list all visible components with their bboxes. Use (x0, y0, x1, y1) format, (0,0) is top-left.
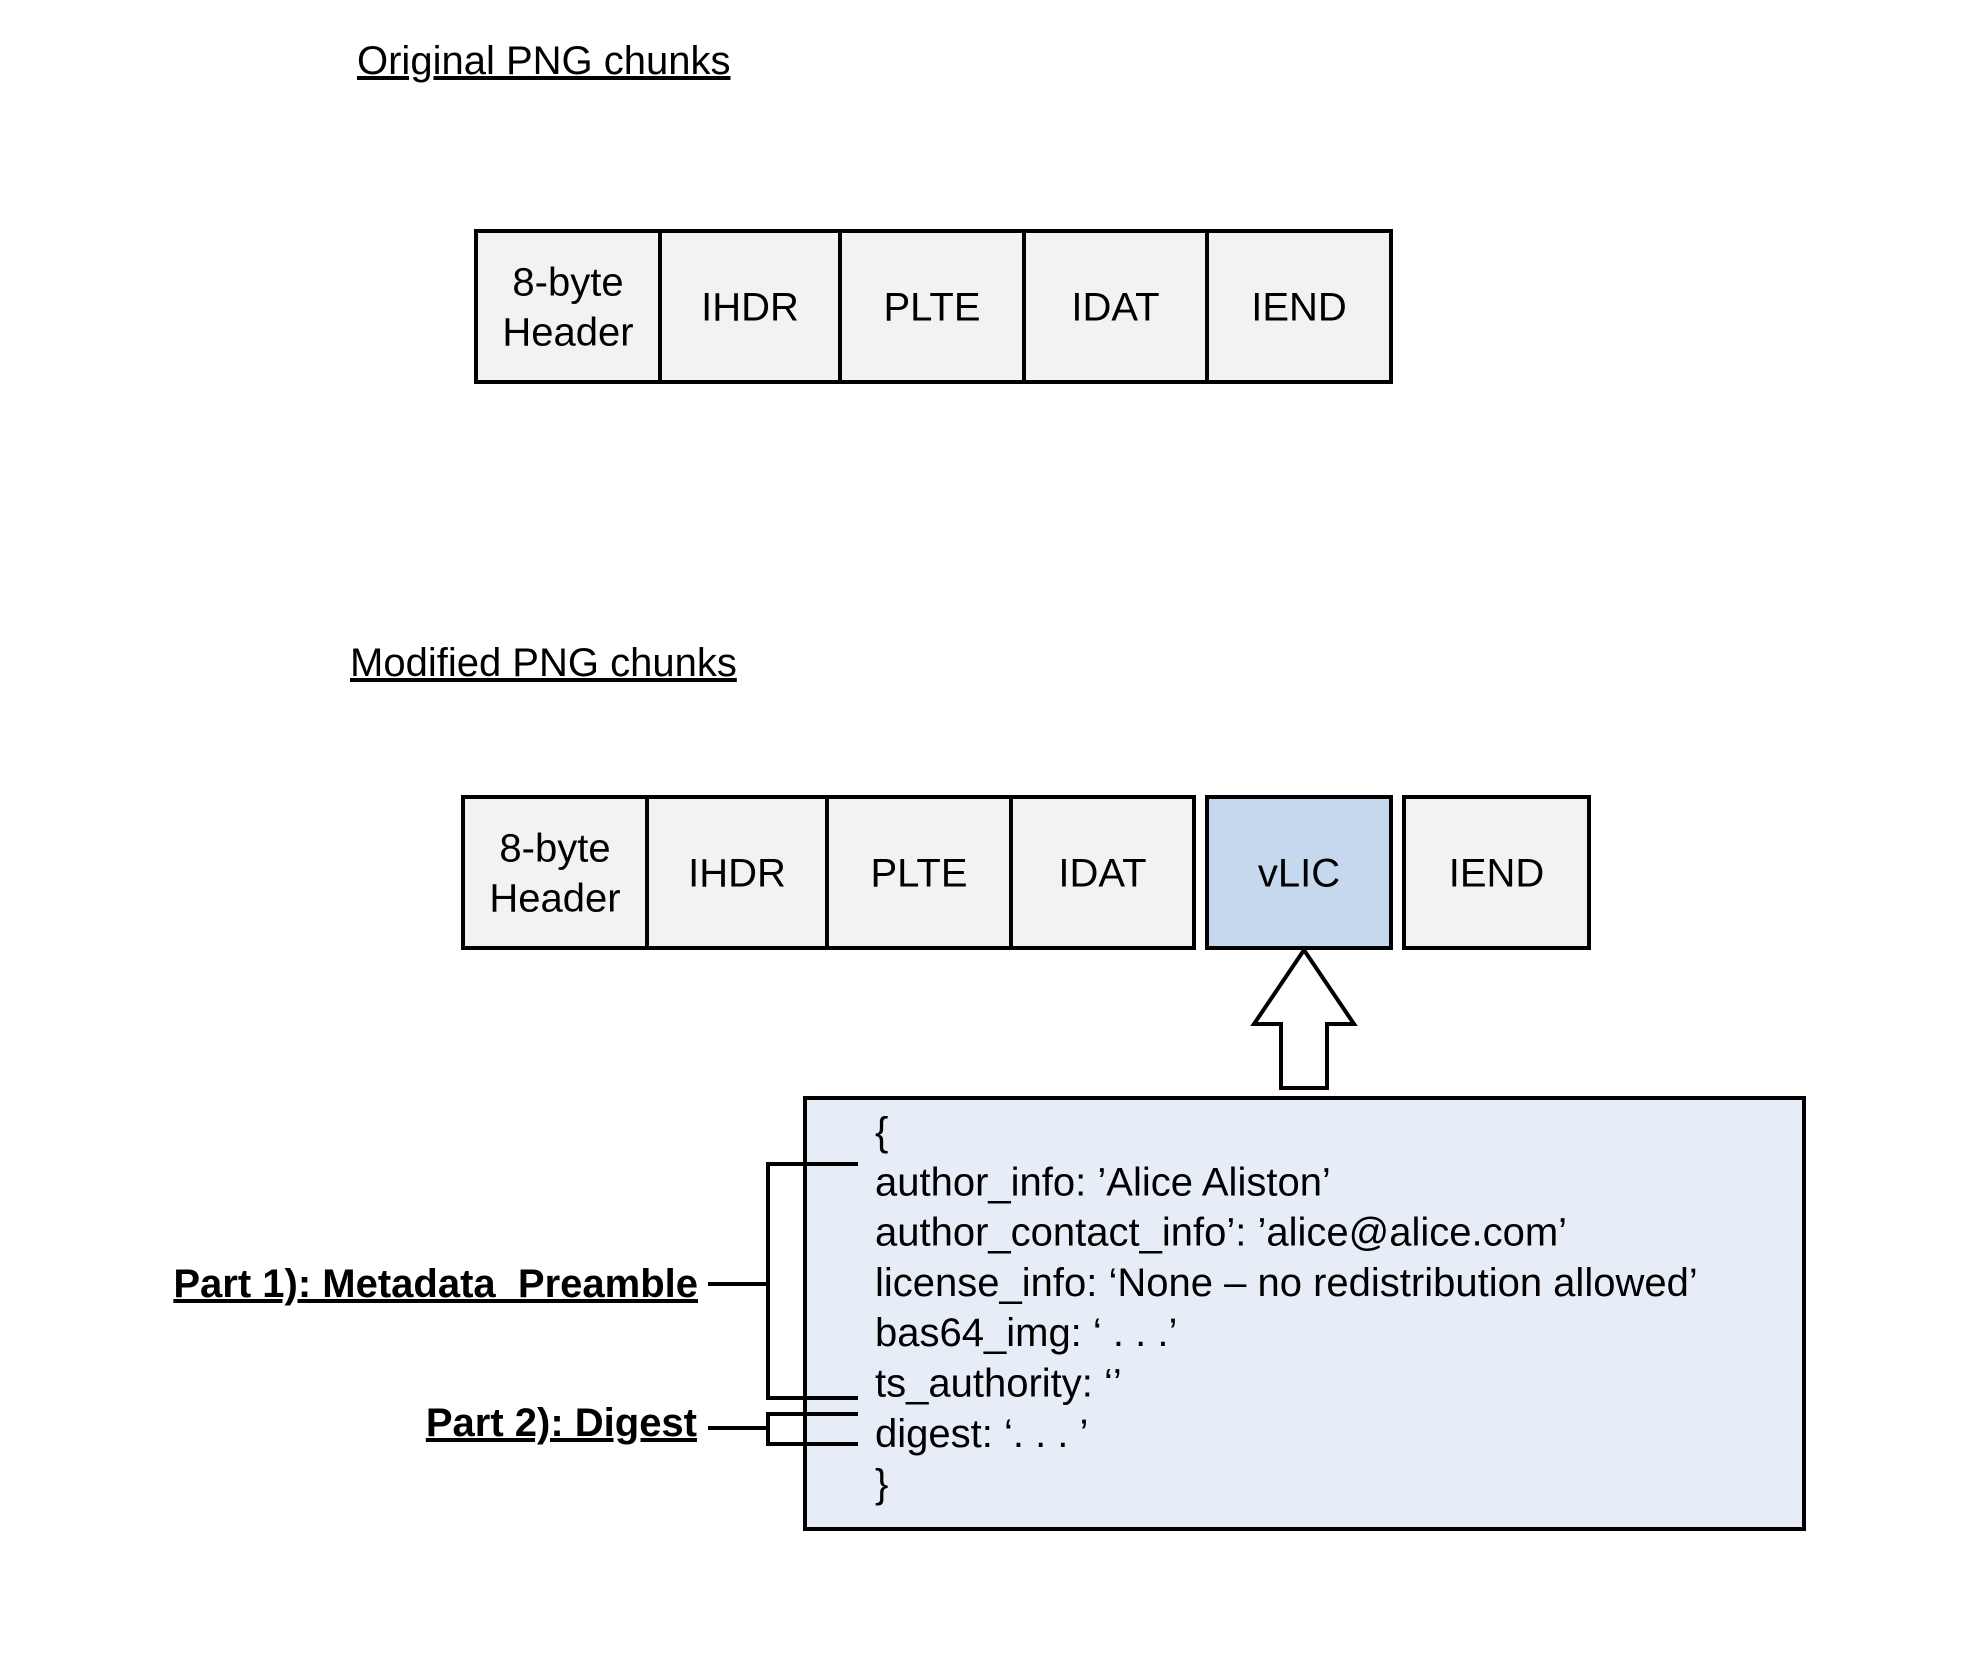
modified-chunk-label-8-byte-header: 8-byte (499, 827, 610, 871)
original-chunk-label-8-byte-header: 8-byte (512, 261, 623, 305)
insert-arrow (1250, 946, 1358, 1090)
modified-chunk-label-iend: IEND (1449, 852, 1545, 896)
original-chunk-label-ihdr: IHDR (701, 286, 799, 330)
original-chunk-idat (1022, 229, 1209, 384)
original-chunk-label-iend: IEND (1251, 286, 1347, 330)
part1-bracket (766, 1162, 858, 1400)
original-chunk-iend (1205, 229, 1393, 384)
modified-chunks-title: Modified PNG chunks (350, 641, 737, 685)
vlic-json-box (803, 1096, 1806, 1531)
modified-chunk-ihdr (645, 795, 829, 950)
modified-chunk-label-8-byte-header: Header (489, 877, 620, 921)
json-line: license_info: ‘None – no redistribution … (875, 1261, 1698, 1305)
modified-chunk-idat (1009, 795, 1196, 950)
original-chunk-label-plte: PLTE (883, 286, 980, 330)
part1-label: Part 1): Metadata_Preamble (173, 1262, 698, 1306)
original-chunk-plte (838, 229, 1026, 384)
modified-chunk-iend (1402, 795, 1591, 950)
modified-chunk-8-byte-header (461, 795, 649, 950)
modified-chunk-plte (825, 795, 1013, 950)
modified-chunk-label-vlic: vLIC (1258, 852, 1340, 896)
original-chunks-title: Original PNG chunks (357, 39, 730, 83)
original-chunk-label-idat: IDAT (1071, 286, 1159, 330)
json-line: bas64_img: ‘ . . .’ (875, 1311, 1177, 1355)
part2-label: Part 2): Digest (426, 1401, 697, 1445)
original-chunk-label-8-byte-header: Header (502, 311, 633, 355)
modified-chunk-vlic (1205, 795, 1393, 950)
json-line: ts_authority: ‘’ (875, 1362, 1122, 1406)
original-chunk-ihdr (658, 229, 842, 384)
vlic-json-content: { author_info: ’Alice Aliston’ author_cont… (875, 1110, 1698, 1506)
original-chunk-8-byte-header (474, 229, 662, 384)
modified-chunk-label-idat: IDAT (1058, 852, 1146, 896)
json-line: digest: ‘. . . ’ (875, 1412, 1088, 1456)
json-line: } (875, 1462, 888, 1506)
json-line: author_info: ’Alice Aliston’ (875, 1160, 1331, 1204)
json-line: author_contact_info’: ’alice@alice.com’ (875, 1211, 1567, 1255)
modified-chunk-label-plte: PLTE (870, 852, 967, 896)
json-line: { (875, 1110, 888, 1154)
modified-chunk-label-ihdr: IHDR (688, 852, 786, 896)
